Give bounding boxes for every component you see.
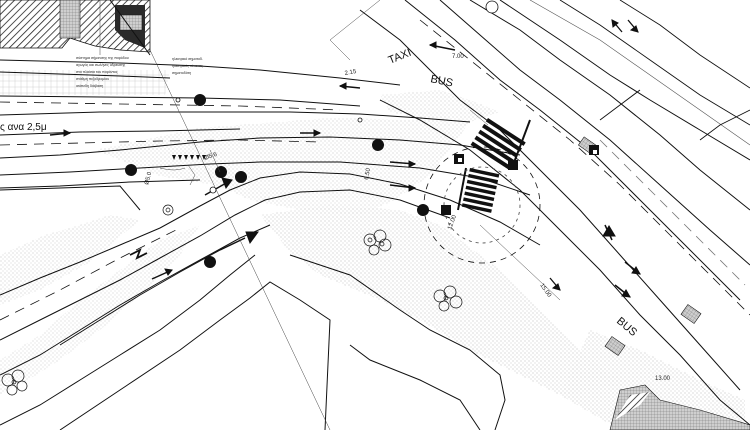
- tree-cluster-icon: [363, 229, 392, 256]
- diagonal-avenue: [359, 0, 750, 426]
- bus-label-right: BUS: [614, 315, 639, 339]
- arrow-icon: [389, 184, 417, 192]
- bottom-right-hatch: [609, 384, 750, 430]
- arrow-icon: [300, 129, 322, 137]
- note-right-2: ηλεκτρικός πίνακας: [172, 64, 203, 68]
- arrow-icon: [338, 82, 361, 90]
- dim-circle: 12.00: [447, 214, 458, 231]
- crosswalk-lower: [457, 167, 500, 213]
- signal-pole: [204, 256, 216, 268]
- signal-pole: [215, 166, 227, 178]
- arrow-icon: [627, 19, 639, 33]
- arrow-icon: [624, 261, 641, 275]
- lane-markings: [0, 19, 750, 321]
- traffic-arrows: [49, 19, 641, 298]
- note-right-3: σηματοδότη: [172, 71, 191, 75]
- dim-vertical: 6.50: [364, 167, 372, 180]
- signal-pole: [235, 171, 247, 183]
- arrow-icon: [549, 277, 561, 291]
- arrow-icon: [49, 129, 72, 137]
- arrow-icon: [611, 19, 623, 33]
- road-edges: [0, 59, 541, 426]
- arrow-icon: [204, 177, 233, 196]
- arrow-icon: [219, 231, 259, 251]
- construction-lines: [99, 0, 561, 430]
- dim-mid: 2.15: [344, 69, 357, 77]
- tree-cluster-icon: [162, 204, 174, 216]
- note-line-1: σύστημα σήμανσης της παρόδου: [76, 56, 129, 60]
- arrow-icon: [614, 284, 631, 298]
- arrow-icon: [151, 268, 173, 280]
- arrow-icon: [428, 41, 456, 51]
- bus-label-top: BUS: [429, 73, 454, 89]
- tree-cluster-icon: [1, 369, 28, 396]
- signal-pole: [125, 164, 137, 176]
- lower-block: [0, 185, 506, 430]
- signal-pole: [417, 204, 429, 216]
- taxi-label: TAXI: [387, 47, 413, 67]
- dim-left: Ø5.0: [144, 171, 153, 186]
- note-line-2: αγωγός και σωλήνες ύδρευσης: [76, 63, 126, 67]
- crosswalk-upper: [470, 118, 531, 170]
- arrow-icon: [389, 160, 417, 168]
- small-markers: [175, 0, 499, 194]
- dim-bottom-right: 13.00: [655, 376, 671, 382]
- arrow-icon: [602, 224, 616, 241]
- signal-boxes: [441, 145, 599, 215]
- left-road-label: ς ανα 2,5μ: [0, 122, 47, 133]
- note-line-3: στα πλαίσια του παρόντος: [76, 70, 118, 74]
- dim-center: Ø5.6: [204, 152, 219, 162]
- yield-triangles: [172, 155, 206, 160]
- building-block: [0, 0, 151, 56]
- signal-pole: [372, 139, 384, 151]
- note-line-5: ισόπεδη διάβαση: [76, 84, 103, 88]
- note-line-4: στάθμη πεζοδρομίου: [76, 77, 109, 81]
- right-buildings: [559, 0, 750, 141]
- tree-cluster-icon: [433, 285, 463, 312]
- paved-areas: [0, 70, 745, 430]
- note-right-1: ηλεκτρικό σηματοδ.: [172, 57, 203, 61]
- signal-pole: [194, 94, 206, 106]
- annotation-notes: σύστημα σήμανσης της παρόδου αγωγός και …: [76, 56, 203, 88]
- dim-top-right: 7.00: [452, 54, 464, 60]
- grate-blocks: [577, 136, 702, 356]
- trees: [1, 204, 463, 396]
- signal-poles: [125, 94, 429, 268]
